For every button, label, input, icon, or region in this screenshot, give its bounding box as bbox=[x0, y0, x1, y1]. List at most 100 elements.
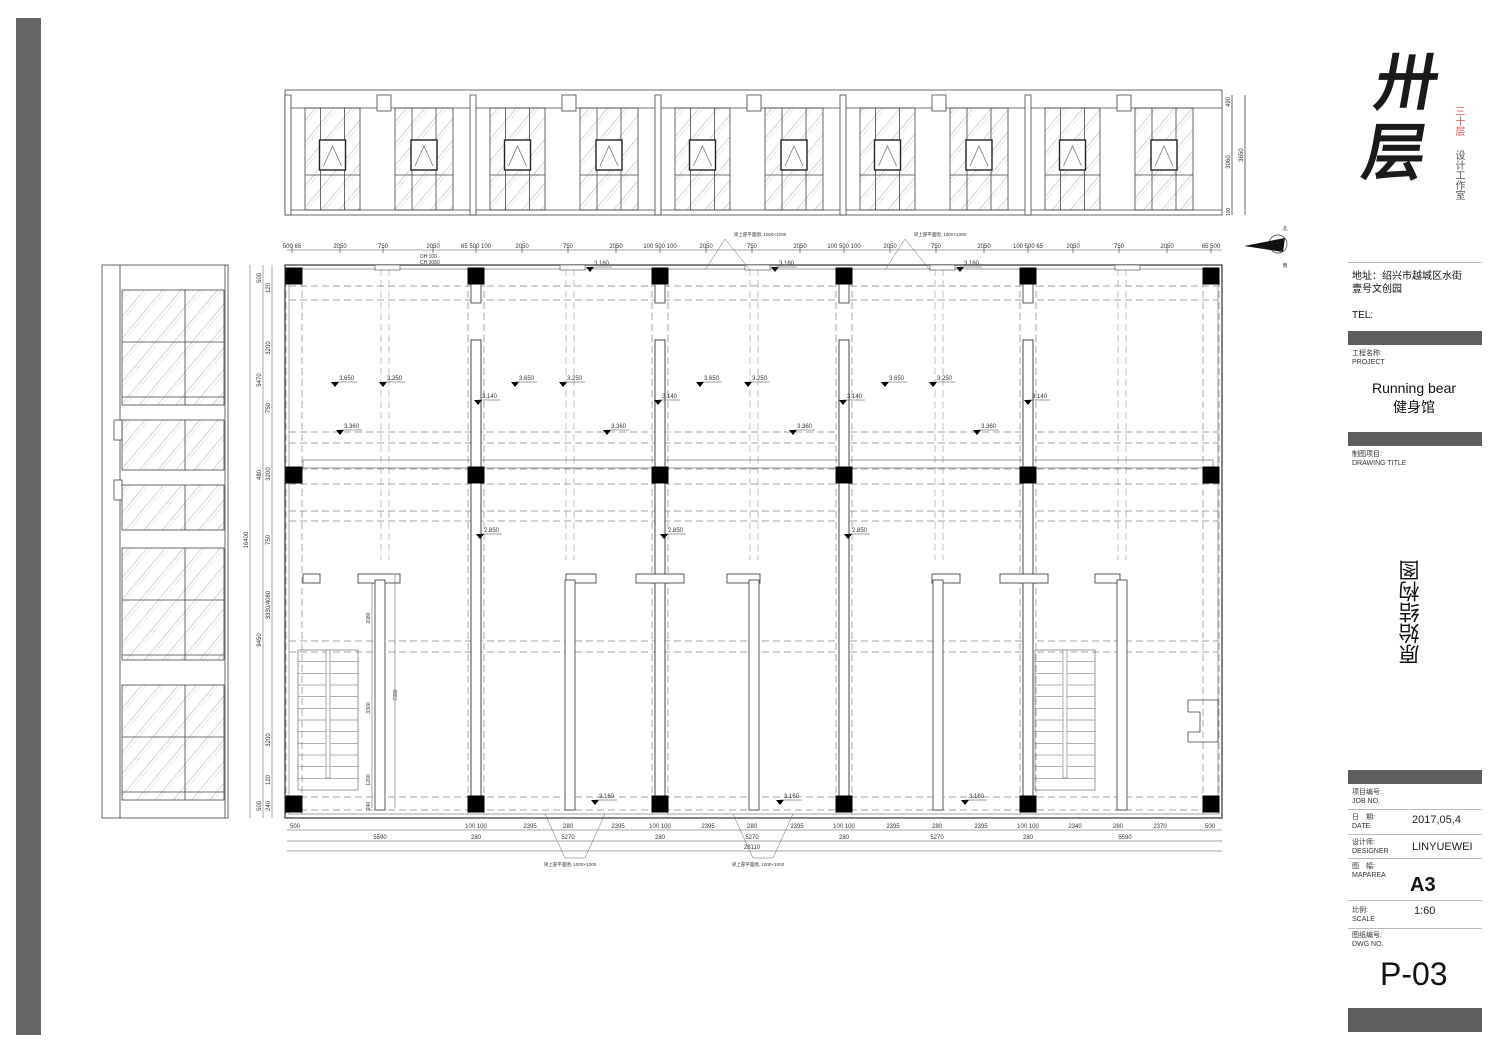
structural-column bbox=[467, 466, 485, 484]
level-value: 3.160 bbox=[969, 794, 985, 800]
title-block: 卅层 三十层 设计工作室 地址：绍兴市越城区水街 壹号文创园 TEL: 工程名称… bbox=[1348, 40, 1482, 1035]
dim-label: 240 bbox=[366, 802, 372, 811]
structural-column bbox=[467, 795, 485, 813]
level-value: 3.250 bbox=[937, 376, 953, 382]
top-dim-label: 2050 bbox=[1066, 244, 1080, 250]
project-name: Running bear 健身馆 bbox=[1358, 379, 1470, 417]
bottom-dim-label: 100 100 bbox=[1017, 824, 1039, 830]
address: 地址：绍兴市越城区水街 壹号文创园 bbox=[1352, 270, 1462, 296]
level-mark-icon bbox=[881, 382, 889, 387]
parapet-notch bbox=[561, 94, 577, 112]
side-glass-panel bbox=[121, 484, 225, 531]
left-dim-label: 750 bbox=[266, 534, 272, 545]
level-value: 3.140 bbox=[482, 394, 498, 400]
t-wall-cap bbox=[635, 573, 685, 584]
t-wall-stem bbox=[1116, 579, 1128, 811]
left-dim-label: 3330/4080 bbox=[266, 590, 272, 619]
top-dim-label: 2050 bbox=[793, 244, 807, 250]
left-dim-label: 3200 bbox=[266, 467, 272, 481]
level-mark-icon bbox=[771, 267, 779, 272]
level-value: 3.650 bbox=[339, 376, 355, 382]
compass-arrow-icon bbox=[1244, 238, 1285, 252]
level-mark-icon bbox=[961, 800, 969, 805]
bottom-dim-label: 280 bbox=[932, 824, 943, 830]
window-opening-mark bbox=[414, 145, 434, 167]
window-opening bbox=[1114, 264, 1141, 271]
bottom-dim-label: 2395 bbox=[611, 824, 625, 830]
level-mark-icon bbox=[331, 382, 339, 387]
structural-column bbox=[1202, 795, 1220, 813]
maparea-value: A3 bbox=[1410, 874, 1436, 896]
dim-label: 3650 bbox=[1239, 148, 1245, 162]
level-value: 3.360 bbox=[344, 424, 360, 430]
bottom-dim-label: 5270 bbox=[745, 835, 759, 841]
bottom-dim-label: 2395 bbox=[790, 824, 804, 830]
bottom-dim-label: 2395 bbox=[701, 824, 715, 830]
beam-note: 梁上部平面图, 1000×1000 bbox=[914, 231, 967, 238]
leader bbox=[732, 813, 794, 859]
left-dim-label: 16400 bbox=[244, 531, 250, 548]
level-value: 3.160 bbox=[779, 261, 795, 267]
level-value: 3.160 bbox=[594, 261, 610, 267]
structural-column bbox=[1202, 267, 1220, 285]
top-dim-label: 2050 bbox=[977, 244, 991, 250]
designer-label: 设计师:DESIGNER bbox=[1352, 839, 1389, 855]
side-notch bbox=[113, 419, 123, 441]
leader bbox=[544, 813, 606, 859]
level-mark-icon bbox=[559, 382, 567, 387]
left-dim-label: 480 bbox=[257, 469, 263, 480]
beam-note: 梁上部平面图, 1000×1000 bbox=[544, 861, 597, 868]
dwg-no-label: 图纸编号:DWG NO. bbox=[1352, 932, 1384, 948]
level-mark-icon bbox=[839, 400, 847, 405]
level-value: 3.140 bbox=[1032, 394, 1048, 400]
level-value: 3.360 bbox=[797, 424, 813, 430]
bottom-dim-label: 280 bbox=[839, 835, 850, 841]
address-line-1: 地址：绍兴市越城区水街 bbox=[1352, 271, 1462, 282]
level-value: 3.160 bbox=[784, 794, 800, 800]
level-mark-icon bbox=[1024, 400, 1032, 405]
partition-wall bbox=[470, 339, 482, 811]
level-mark-icon bbox=[956, 267, 964, 272]
leader bbox=[884, 238, 931, 271]
structural-column bbox=[1202, 466, 1220, 484]
level-value: 3.140 bbox=[662, 394, 678, 400]
project-name-cn: 健身馆 bbox=[1393, 399, 1435, 415]
level-value: 3.360 bbox=[981, 424, 997, 430]
bottom-dim-label: 280 bbox=[1113, 824, 1124, 830]
stair-handrail bbox=[1062, 649, 1068, 779]
level-mark-icon bbox=[603, 430, 611, 435]
structural-column bbox=[285, 466, 303, 484]
level-mark-icon bbox=[744, 382, 752, 387]
bottom-dim-label: 5270 bbox=[930, 835, 944, 841]
top-dim-label: 750 bbox=[931, 244, 942, 250]
level-value: 3.360 bbox=[611, 424, 627, 430]
level-value: 3.650 bbox=[704, 376, 720, 382]
parapet-notch bbox=[376, 94, 392, 112]
left-dim-label: 3200 bbox=[266, 733, 272, 747]
scale-label: 比例:SCALE bbox=[1352, 907, 1375, 923]
window-opening-mark bbox=[784, 145, 804, 167]
window-opening-mark bbox=[508, 145, 527, 167]
side-glass-panel bbox=[121, 419, 225, 471]
bottom-dim-label: 2395 bbox=[886, 824, 900, 830]
left-dim-label: 240 bbox=[266, 800, 272, 811]
bottom-dim-label: 100 100 bbox=[465, 824, 487, 830]
structural-column bbox=[651, 267, 669, 285]
dim-label: 1200 bbox=[366, 774, 372, 785]
level-mark-icon bbox=[654, 400, 662, 405]
bottom-dim-label: 280 bbox=[747, 824, 758, 830]
studio-logo: 卅层 bbox=[1357, 46, 1445, 189]
shaft-outline bbox=[1187, 699, 1219, 743]
parapet-notch bbox=[931, 94, 947, 112]
corridor-wall bbox=[302, 459, 1214, 469]
level-mark-icon bbox=[973, 430, 981, 435]
t-wall-cap bbox=[999, 573, 1049, 584]
side-glass-panel bbox=[121, 684, 225, 801]
t-wall-cap bbox=[565, 573, 597, 584]
door-note: CH:3080 bbox=[420, 260, 440, 266]
t-wall-cap bbox=[931, 573, 961, 584]
structural-column bbox=[835, 466, 853, 484]
elevation-pier bbox=[284, 94, 292, 216]
